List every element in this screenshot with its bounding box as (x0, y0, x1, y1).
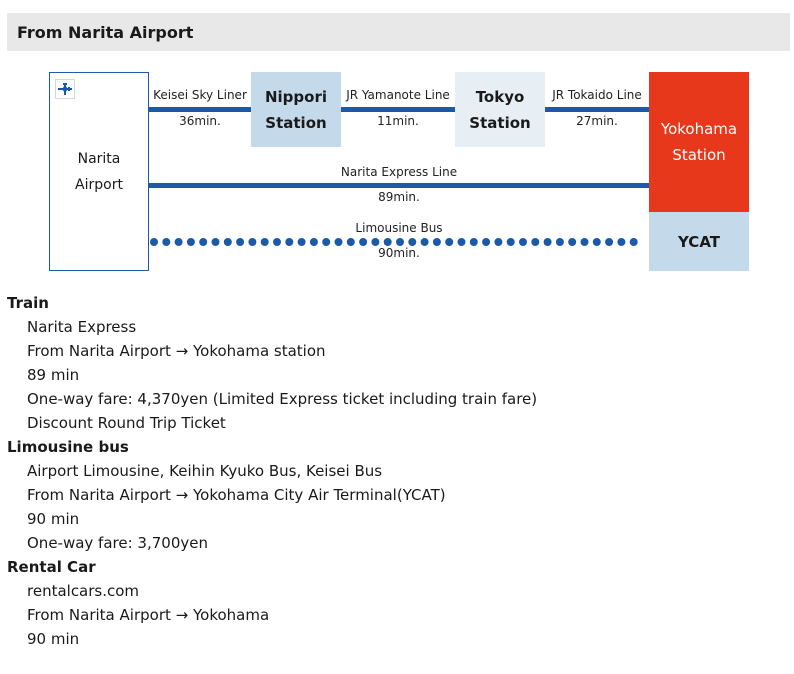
yokohama-station-box: Yokohama Station (649, 72, 749, 212)
rental-car-item: rentalcars.com (27, 582, 140, 600)
nippori-station-label: Nippori Station (264, 87, 327, 132)
narita-airport-box: Narita Airport (49, 72, 149, 271)
narita-express-time: 89min. (378, 190, 420, 204)
yokohama-station-label: Yokohama Station (660, 120, 738, 164)
limousine-bus-time: 90min. (378, 246, 420, 260)
bus-item: One-way fare: 3,700yen (27, 534, 208, 552)
limousine-bus-heading: Limousine bus (7, 438, 129, 456)
tokyo-station-box: Tokyo Station (455, 72, 545, 147)
limousine-bus-name: Limousine Bus (355, 221, 443, 235)
route-diagram: Narita Airport Nippori Station Tokyo Sta… (0, 0, 794, 280)
train-item: 89 min (27, 366, 80, 384)
rental-car-item: 90 min (27, 630, 80, 648)
narita-express-line (149, 183, 649, 188)
rental-car-heading: Rental Car (7, 558, 96, 576)
keisei-line-time: 36min. (179, 114, 221, 128)
train-item: Narita Express (27, 318, 137, 336)
nippori-station-box: Nippori Station (251, 72, 341, 147)
bus-item: Airport Limousine, Keihin Kyuko Bus, Kei… (27, 462, 383, 480)
yamanote-line (341, 107, 455, 112)
airplane-icon (55, 79, 75, 99)
yamanote-line-time: 11min. (377, 114, 419, 128)
train-heading: Train (7, 294, 49, 312)
train-item: Discount Round Trip Ticket (27, 414, 226, 432)
section-title: From Narita Airport (17, 23, 194, 42)
limousine-bus-line (150, 238, 649, 246)
ycat-label: YCAT (677, 232, 720, 251)
rental-car-item: From Narita Airport → Yokohama (27, 606, 270, 624)
yamanote-line-name: JR Yamanote Line (346, 88, 450, 102)
train-item: One-way fare: 4,370yen (Limited Express … (27, 390, 538, 408)
tokyo-station-label: Tokyo Station (469, 87, 531, 132)
keisei-line-name: Keisei Sky Liner (153, 88, 247, 102)
train-item: From Narita Airport → Yokohama station (27, 342, 326, 360)
tokaido-line (545, 107, 649, 112)
section-header: From Narita Airport (7, 13, 790, 51)
bus-item: From Narita Airport → Yokohama City Air … (27, 486, 446, 504)
ycat-box: YCAT (649, 212, 749, 271)
narita-express-name: Narita Express Line (340, 165, 458, 179)
tokaido-line-name: JR Tokaido Line (552, 88, 642, 102)
narita-airport-label: Narita Airport (75, 150, 123, 193)
tokaido-line-time: 27min. (576, 114, 618, 128)
keisei-line (149, 107, 251, 112)
bus-item: 90 min (27, 510, 80, 528)
